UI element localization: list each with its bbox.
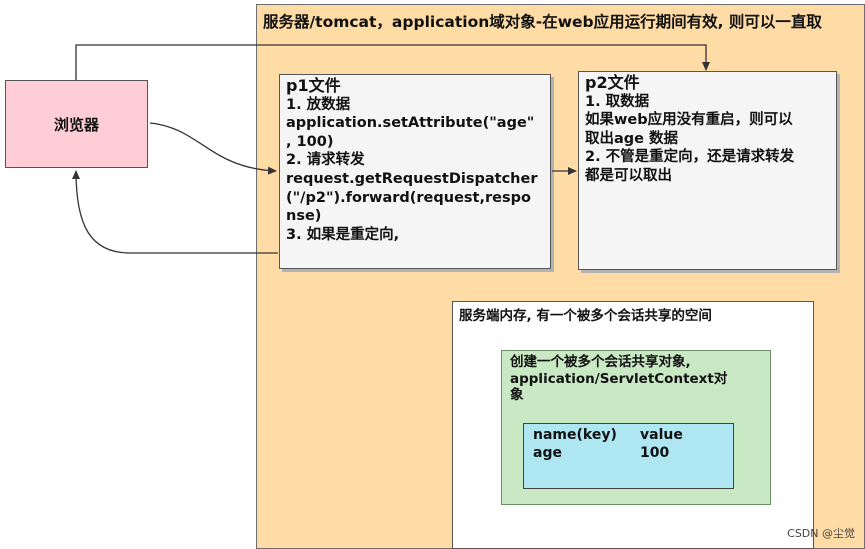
p2-line: 取出age 数据 <box>585 130 679 147</box>
p1-line: 3. 如果是重定向, <box>286 226 400 243</box>
arrow-redirect-to-browser <box>72 170 278 254</box>
kv-header-row: name(key) value <box>533 427 724 445</box>
kv-row: age 100 <box>533 445 724 463</box>
p1-line: 2. 请求转发 <box>286 152 365 169</box>
p1-line: application.setAttribute("age" <box>286 115 535 132</box>
p2-title: p2文件 <box>585 73 640 92</box>
p2-file-box: p2文件 1. 取数据 如果web应用没有重启，则可以 取出age 数据 2. … <box>578 71 837 270</box>
arrow-browser-to-p1 <box>149 122 277 175</box>
p1-line: ("/p2").forward(request,respo <box>286 189 531 206</box>
p2-line: 1. 取数据 <box>585 93 650 110</box>
p1-line: nse) <box>286 208 322 225</box>
server-title: 服务器/tomcat，application域对象-在web应用运行期间有效, … <box>263 13 822 31</box>
kv-header-value: value <box>640 427 683 443</box>
kv-row-key: age <box>533 444 562 461</box>
p1-line: 1. 放数据 <box>286 96 351 113</box>
p1-line: request.getRequestDispatcher <box>286 170 538 187</box>
arrow-browser-to-p2 <box>75 44 710 80</box>
p2-line: 如果web应用没有重启，则可以 <box>585 112 793 129</box>
browser-box: 浏览器 <box>5 80 148 168</box>
browser-label: 浏览器 <box>53 115 99 134</box>
server-memory-title: 服务端内存, 有一个被多个会话共享的空间 <box>459 308 712 324</box>
application-object-line: application/ServletContext对 <box>510 370 728 387</box>
kv-header-key: name(key) <box>533 427 617 443</box>
p1-line: , 100) <box>286 133 334 150</box>
key-value-table: name(key) value age 100 <box>523 423 734 489</box>
p2-line: 都是可以取出 <box>585 167 672 184</box>
p1-file-box: p1文件 1. 放数据 application.setAttribute("ag… <box>279 74 551 269</box>
application-object-line: 象 <box>510 387 524 403</box>
p2-line: 2. 不管是重定向，还是请求转发 <box>585 149 795 166</box>
application-object-line: 创建一个被多个会话共享对象, <box>510 354 691 370</box>
watermark: CSDN @尘觉 <box>787 527 855 540</box>
kv-row-value: 100 <box>640 444 670 461</box>
p1-title: p1文件 <box>286 76 341 95</box>
